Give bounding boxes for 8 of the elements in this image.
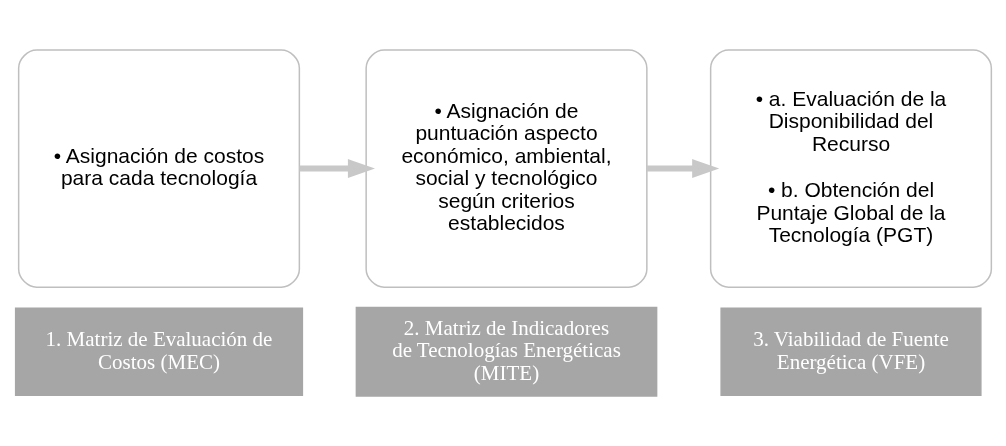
node-box: • Asignación de costos para cada tecnología <box>17 49 300 288</box>
node-box: • Asignación de puntuación aspecto económico, ambiental, social y tecnológico según criterios establecidos <box>364 49 648 288</box>
node-box: 3. Viabilidad de Fuente Energética (VFE) <box>719 307 982 396</box>
node-box: • a. Evaluación de la Disponibilidad del Recurso • b. Obtención del Puntaje Global de la Tecnología (PGT) <box>709 49 992 288</box>
arrow <box>299 159 375 179</box>
node-box: 1. Matriz de Evaluación de Costos (MEC) <box>14 307 303 396</box>
node-box: 2. Matriz de Indicadores de Tecnologías Energéticas (MITE) <box>355 306 657 397</box>
arrow <box>646 159 719 179</box>
